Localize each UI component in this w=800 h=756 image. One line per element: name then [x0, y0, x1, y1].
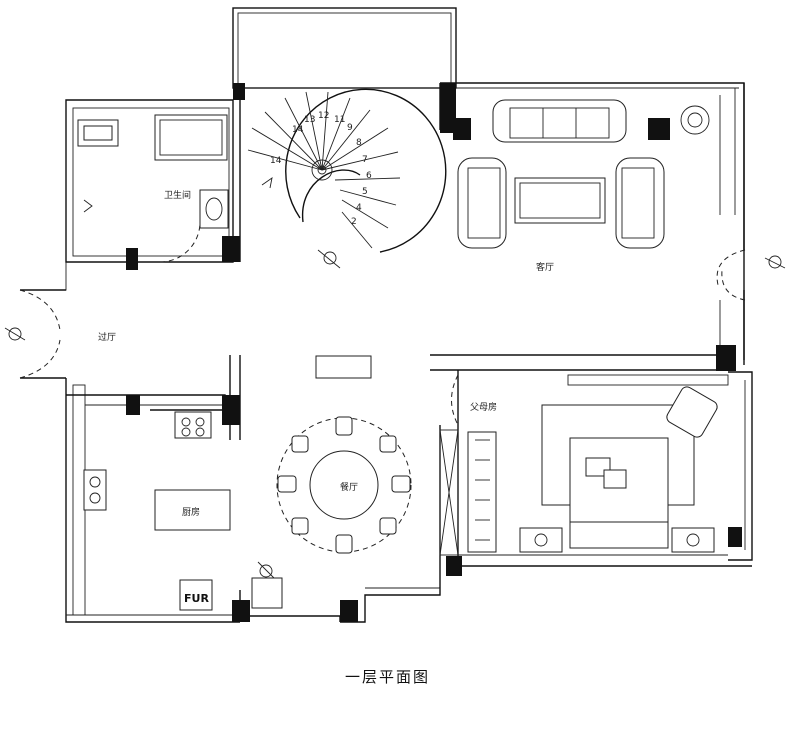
room-label-bathroom: 卫生间 [164, 189, 191, 201]
room-label-kitchen: 厨房 [182, 506, 200, 518]
room-label-dining-room: 餐厅 [340, 481, 358, 493]
room-label-parents-room: 父母房 [470, 401, 497, 413]
stair-number: 4 [356, 203, 362, 213]
stair-number: 9 [347, 123, 353, 133]
spiral-staircase: 14 13 12 11 9 8 7 6 5 4 2 14 [247, 88, 447, 253]
hallway-bench [315, 355, 372, 379]
plan-caption: 一层平面图 [345, 668, 430, 686]
room-label-hallway: 过厅 [98, 331, 116, 343]
bathroom-fixtures [77, 114, 229, 263]
dining-table [276, 416, 412, 554]
fridge-label: FUR [184, 592, 209, 605]
stair-number: 6 [366, 171, 372, 181]
stair-number: 5 [362, 187, 368, 197]
stair-number: 14 [270, 156, 282, 166]
kitchen-fixtures: FUR [83, 411, 283, 611]
stair-number: 14 [292, 125, 304, 135]
stair-number: 8 [356, 138, 362, 148]
dining-chairs [277, 416, 411, 554]
stair-number: 7 [362, 155, 368, 165]
stair-number: 12 [318, 111, 329, 121]
room-label-living-room: 客厅 [536, 261, 554, 273]
entrances [4, 249, 786, 581]
stair-treads [247, 91, 401, 249]
living-room-furniture [457, 99, 710, 249]
stair-number: 2 [351, 217, 357, 227]
structural-columns [126, 83, 742, 622]
stair-number: 11 [334, 115, 345, 125]
parents-room-furniture [439, 374, 729, 556]
stair-number: 13 [304, 115, 315, 125]
